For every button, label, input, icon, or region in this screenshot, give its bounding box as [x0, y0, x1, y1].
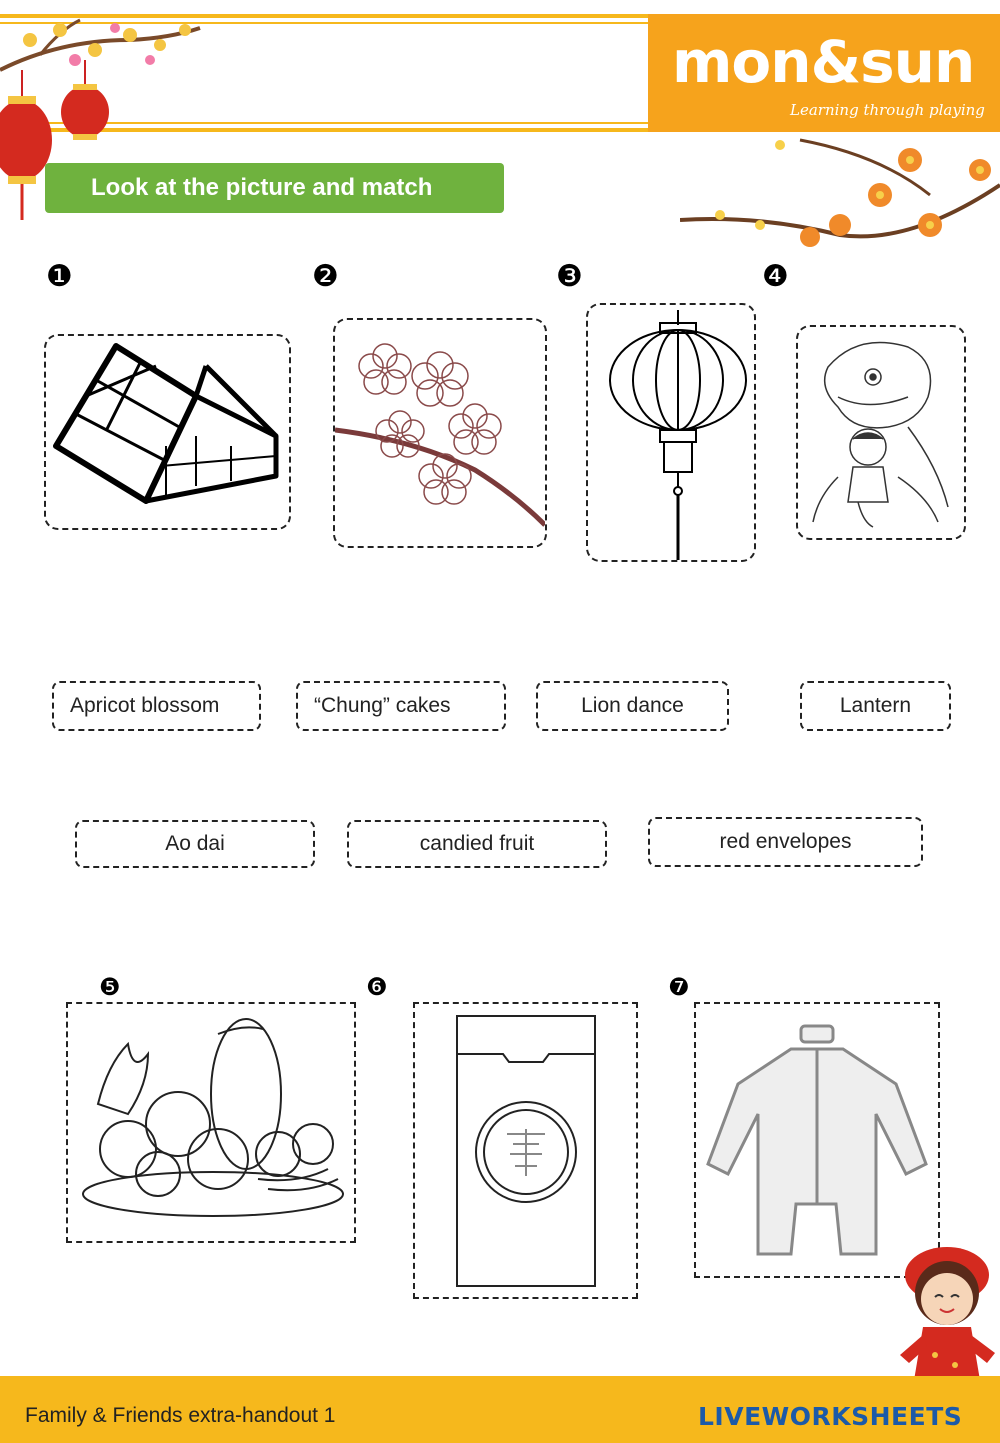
word-card-apricot-blossom[interactable]: Apricot blossom — [52, 681, 261, 731]
logo-panel — [648, 14, 1000, 132]
item-number-3: ❸ — [556, 259, 583, 294]
fruit-tray-icon — [82, 1018, 344, 1217]
lantern-icon — [609, 310, 747, 560]
house-icon — [53, 343, 279, 504]
apricot-blossom-icon — [335, 343, 545, 527]
word-card-candied-fruit[interactable]: candied fruit — [347, 820, 607, 868]
picture-card-2[interactable] — [333, 318, 547, 548]
word-card-lion-dance[interactable]: Lion dance — [536, 681, 729, 731]
item-number-1: ❶ — [46, 259, 73, 294]
word-card-ao-dai[interactable]: Ao dai — [75, 820, 315, 868]
picture-card-5[interactable] — [66, 1002, 356, 1243]
logo: mon&sun — [672, 28, 975, 96]
red-envelope-icon — [456, 1015, 596, 1287]
picture-card-6[interactable] — [413, 1002, 638, 1299]
ao-dai-icon — [706, 1024, 928, 1256]
lion-dance-icon — [812, 341, 949, 528]
picture-card-4[interactable] — [796, 325, 966, 540]
picture-card-7[interactable] — [694, 1002, 940, 1278]
word-card-chung-cakes[interactable]: “Chung” cakes — [296, 681, 506, 731]
picture-card-1[interactable] — [44, 334, 291, 530]
footer-bar — [0, 1376, 1000, 1443]
item-number-6: ❻ — [366, 973, 388, 1001]
picture-card-3[interactable] — [586, 303, 756, 562]
item-number-5: ❺ — [99, 973, 121, 1001]
word-card-lantern[interactable]: Lantern — [800, 681, 951, 731]
item-number-2: ❷ — [312, 259, 339, 294]
tagline: Learning through playing — [790, 101, 985, 119]
footer-text: Family & Friends extra-handout 1 — [25, 1404, 336, 1427]
lantern-decoration-icon — [0, 18, 201, 220]
instruction-banner: Look at the picture and match — [45, 163, 504, 213]
blossom-branch-icon — [680, 138, 1000, 247]
brand-logo[interactable]: LIVEWORKSHEETS — [698, 1402, 963, 1431]
item-number-4: ❹ — [762, 259, 789, 294]
item-number-7: ❼ — [668, 973, 690, 1001]
word-card-red-envelopes[interactable]: red envelopes — [648, 817, 923, 867]
